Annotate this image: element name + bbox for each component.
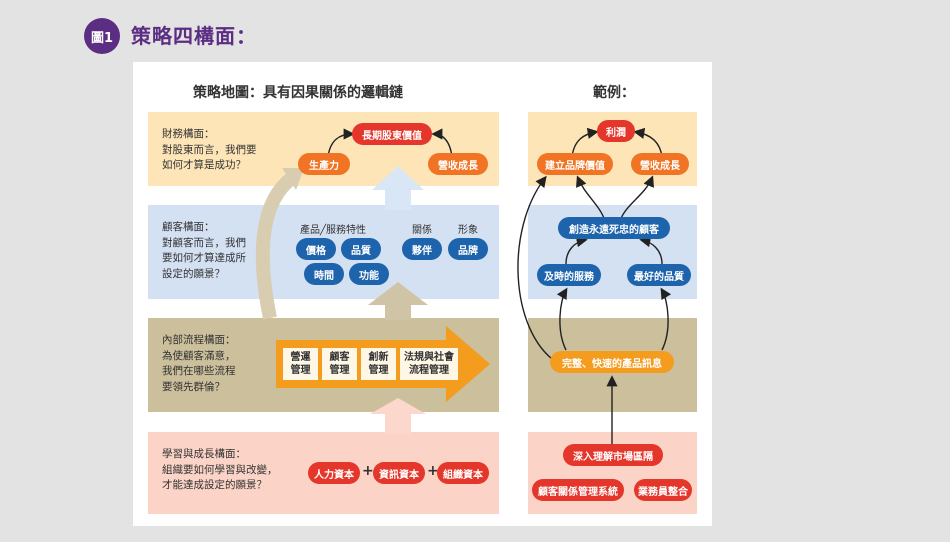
crm-system-oval: 顧客關係管理系統: [532, 479, 624, 501]
figure-badge: 圖1: [84, 18, 120, 54]
timely-service-oval: 及時的服務: [537, 264, 601, 286]
best-quality-oval: 最好的品質: [627, 264, 691, 286]
process-box-operations: 營運管理: [283, 348, 318, 380]
market-segment-oval: 深入理解市場區隔: [563, 444, 663, 466]
brand-oval: 品牌: [448, 238, 488, 260]
strategy-map-heading: 策略地圖：具有因果關係的邏輯鏈: [193, 85, 403, 101]
human-capital-oval: 人力資本: [308, 462, 360, 484]
loyal-customer-oval: 創造永遠死忠的顧客: [558, 217, 670, 239]
revenue-growth-oval: 營收成長: [428, 153, 488, 175]
price-oval: 價格: [296, 238, 336, 260]
image-category: 形象: [458, 225, 478, 236]
function-oval: 功能: [349, 263, 389, 285]
long-term-value-oval: 長期股東價值: [352, 123, 432, 145]
process-box-innovation: 創新管理: [361, 348, 396, 380]
info-capital-oval: 資訊資本: [373, 462, 425, 484]
profit-oval: 利潤: [597, 120, 635, 142]
org-capital-oval: 組織資本: [437, 462, 489, 484]
productivity-oval: 生產力: [298, 153, 350, 175]
customer-label: 顧客構面：對顧客而言，我們要如何才算達成所設定的願景？: [162, 221, 246, 280]
partner-oval: 夥伴: [402, 238, 442, 260]
sales-integration-oval: 業務員整合: [634, 479, 692, 501]
process-box-regulatory: 法規與社會流程管理: [400, 348, 458, 380]
example-revenue-oval: 營收成長: [631, 153, 689, 175]
financial-label: 財務構面：對股東而言，我們要如何才算是成功？: [162, 128, 257, 171]
time-oval: 時間: [304, 263, 344, 285]
product-info-oval: 完整、快速的產品訊息: [550, 351, 674, 373]
quality-oval: 品質: [341, 238, 381, 260]
process-box-customer: 顧客管理: [322, 348, 357, 380]
example-heading: 範例：: [593, 85, 635, 101]
plus-sign-2: +: [427, 463, 439, 479]
learning-label: 學習與成長構面：組織要如何學習與改變，才能達成設定的願景？: [162, 448, 278, 491]
plus-sign-1: +: [362, 463, 374, 479]
brand-value-oval: 建立品牌價值: [537, 153, 613, 175]
relation-category: 關係: [412, 225, 432, 236]
product-category: 產品╱服務特性: [300, 225, 367, 236]
figure-title: 策略四構面：: [131, 24, 257, 48]
internal-label: 內部流程構面：為使顧客滿意，我們在哪些流程要領先群倫？: [162, 334, 236, 393]
